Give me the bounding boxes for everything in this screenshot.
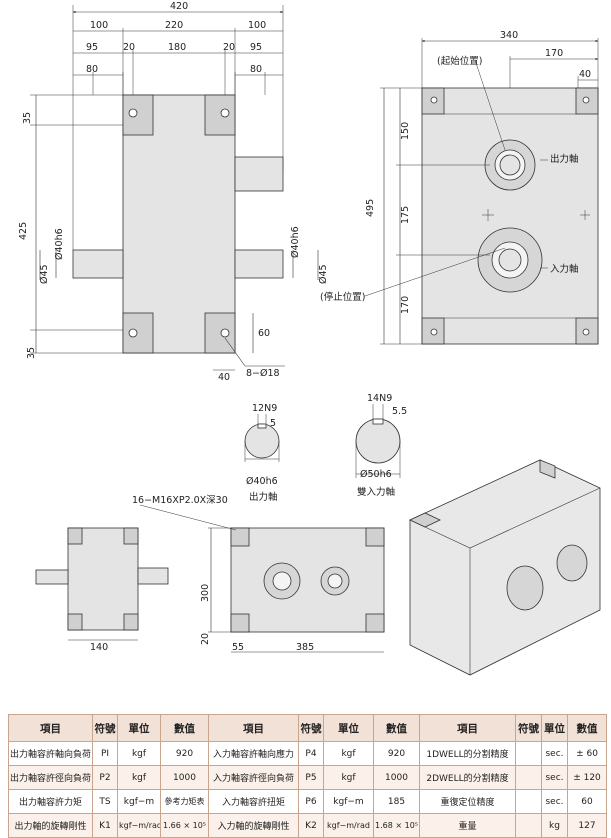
dim-20-right: 20: [223, 42, 235, 53]
dim-80-left: 80: [86, 64, 98, 75]
tap-note: 16−M16XP2.0X深30: [132, 495, 228, 506]
dim-95-left: 95: [86, 42, 98, 53]
dim-35-bottom: 35: [26, 347, 37, 359]
dim-300: 300: [200, 584, 211, 602]
dim-height-425: 425: [18, 222, 29, 240]
dim-left-offset: 100: [90, 20, 108, 31]
spec-header-row: 項目 符號 單位 數值 項目 符號 單位 數值 項目 符號 單位 數值: [8, 714, 607, 742]
table-row: 出力軸容許力矩 TS kgf−m 參考力矩表 入力軸容許扭矩 P6 kgf−m …: [8, 789, 607, 814]
table-row: 出力軸的旋轉剛性 K1 kgf−m/rad 1.66 × 10⁵ 入力軸的旋轉剛…: [8, 813, 607, 838]
hole-spec: 8−Ø18: [246, 368, 280, 379]
dim-20-small: 20: [200, 633, 211, 645]
input-shaft-label: 雙入力軸: [357, 486, 395, 498]
dim-55: 55: [232, 642, 244, 653]
input-key-depth: 5.5: [392, 406, 407, 417]
dim-side-150: 150: [400, 122, 411, 140]
dim-180: 180: [168, 42, 186, 53]
dim-side-width: 340: [500, 30, 518, 41]
shaft-detail-labels: 12N9 5 Ø40h6 出力軸 14N9 5.5 Ø50h6 雙入力軸: [246, 393, 407, 503]
input-shaft-diameter: Ø50h6: [360, 469, 392, 480]
col-unit-3: 單位: [541, 714, 568, 742]
col-item-3: 項目: [419, 714, 516, 742]
dim-140: 140: [90, 642, 108, 653]
label-stop-position: (停止位置): [320, 291, 365, 303]
shaft-right-fit: Ø40h6: [290, 226, 301, 258]
col-unit-2: 單位: [323, 714, 374, 742]
side-view: [364, 38, 599, 345]
col-item-1: 項目: [8, 714, 93, 742]
col-item-2: 項目: [208, 714, 299, 742]
col-unit-1: 單位: [117, 714, 161, 742]
dim-side-175: 175: [400, 206, 411, 224]
spec-table: 項目 符號 單位 數值 項目 符號 單位 數值 項目 符號 單位 數值 出力軸容…: [8, 714, 607, 838]
label-start-position: (起始位置): [437, 55, 482, 67]
small-views: [35, 459, 601, 676]
dim-95-right: 95: [250, 42, 262, 53]
dim-80-right: 80: [250, 64, 262, 75]
dim-40: 40: [218, 372, 230, 383]
dim-right-offset: 100: [248, 20, 266, 31]
table-row: 出力軸容許徑向負荷 P2 kgf 1000 入力軸容許徑向負荷 P5 kgf 1…: [8, 765, 607, 790]
label-input-shaft: 入力軸: [550, 263, 579, 275]
output-key-width: 12N9: [252, 403, 277, 414]
col-symbol-3: 符號: [515, 714, 542, 742]
dim-side-170: 170: [545, 48, 563, 59]
col-value-2: 數值: [373, 714, 420, 742]
col-value-1: 數值: [160, 714, 209, 742]
dim-side-495: 495: [365, 199, 376, 217]
output-shaft-diameter: Ø40h6: [246, 476, 278, 487]
input-key-width: 14N9: [367, 393, 392, 404]
dim-20-left: 20: [123, 42, 135, 53]
front-view: [30, 5, 319, 371]
dim-side-170-bottom: 170: [400, 296, 411, 314]
dim-35-top: 35: [22, 112, 33, 124]
side-view-labels: 340 170 40 (起始位置) (停止位置) 出力軸 入力軸 150 495…: [320, 30, 591, 314]
front-view-labels: 420 100 220 100 95 20 180 20 95 80 80 35…: [18, 1, 329, 383]
col-symbol-1: 符號: [92, 714, 118, 742]
technical-drawing: 420 100 220 100 95 20 180 20 95 80 80 35…: [18, 1, 601, 676]
output-shaft-label: 出力軸: [249, 491, 278, 503]
output-key-depth: 5: [270, 418, 276, 429]
shaft-left-dia: Ø45: [39, 264, 50, 284]
dim-overall-width: 420: [170, 1, 188, 12]
dim-60: 60: [258, 328, 270, 339]
shaft-details: [244, 404, 401, 478]
label-output-shaft: 出力軸: [550, 153, 579, 165]
dim-body-width: 220: [165, 20, 183, 31]
small-view-labels: 16−M16XP2.0X深30 140 300 20 55 385: [90, 495, 314, 653]
shaft-right-dia: Ø45: [318, 264, 329, 284]
dim-side-40: 40: [579, 69, 591, 80]
table-row: 出力軸容許軸向負荷 PI kgf 920 入力軸容許軸向應力 P4 kgf 92…: [8, 741, 607, 766]
dim-385: 385: [296, 642, 314, 653]
shaft-left-fit: Ø40h6: [54, 228, 65, 260]
col-value-3: 數值: [567, 714, 607, 742]
col-symbol-2: 符號: [298, 714, 324, 742]
